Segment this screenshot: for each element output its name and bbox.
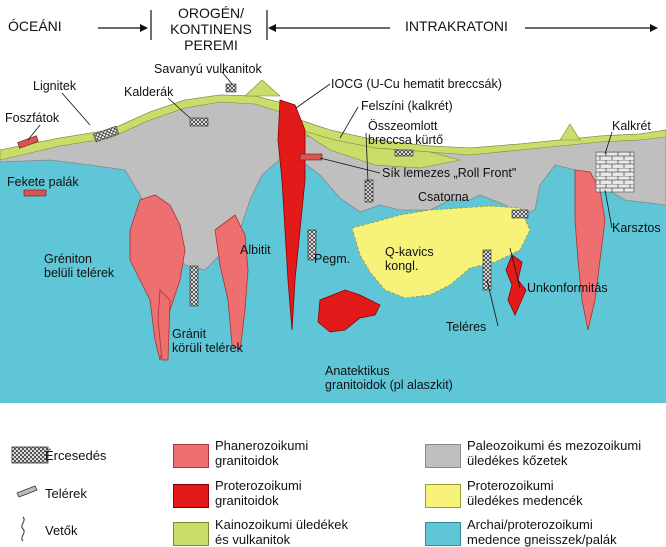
- legend-vetok: Vetők: [45, 523, 78, 538]
- legend-proterozoic-basin-line2: üledékes medencék: [467, 493, 583, 508]
- legend-swatch-cenozoic: [173, 522, 209, 546]
- legend-paleo-meso: Paleozoikumi és mezozoikumi üledékes kőz…: [467, 438, 641, 468]
- legend-swatch-archean: [425, 522, 461, 546]
- legend-archean-line2: medence gneisszek/palák: [467, 532, 617, 547]
- legend-archean: Archai/proterozoikumi medence gneisszek/…: [467, 517, 617, 547]
- legend-proterozoic-gr-line1: Proterozoikumi: [215, 478, 302, 493]
- legend-phanerozoic: Phanerozoikumi granitoidok: [215, 438, 308, 468]
- legend-paleo-meso-line2: üledékes kőzetek: [467, 453, 641, 468]
- legend-ercesedes: Ércesedés: [45, 448, 106, 463]
- legend-proterozoic-gr-line2: granitoidok: [215, 493, 302, 508]
- legend-archean-line1: Archai/proterozoikumi: [467, 517, 617, 532]
- legend-telerek: Telérek: [45, 486, 87, 501]
- legend-cenozoic-line2: és vulkanitok: [215, 532, 348, 547]
- legend-swatch-proterozoic-basin: [425, 484, 461, 508]
- legend-swatch-proterozoic-gr: [173, 484, 209, 508]
- legend-phanerozoic-line1: Phanerozoikumi: [215, 438, 308, 453]
- legend-proterozoic-basin-line1: Proterozoikumi: [467, 478, 583, 493]
- legend-paleo-meso-line1: Paleozoikumi és mezozoikumi: [467, 438, 641, 453]
- legend-swatch-phanerozoic: [173, 444, 209, 468]
- leader-lines: [0, 0, 666, 403]
- legend-phanerozoic-line2: granitoidok: [215, 453, 308, 468]
- legend-swatch-paleo-meso: [425, 444, 461, 468]
- legend-cenozoic: Kainozoikumi üledékek és vulkanitok: [215, 517, 348, 547]
- legend-proterozoic-basin: Proterozoikumi üledékes medencék: [467, 478, 583, 508]
- legend-cenozoic-line1: Kainozoikumi üledékek: [215, 517, 348, 532]
- legend-proterozoic-gr: Proterozoikumi granitoidok: [215, 478, 302, 508]
